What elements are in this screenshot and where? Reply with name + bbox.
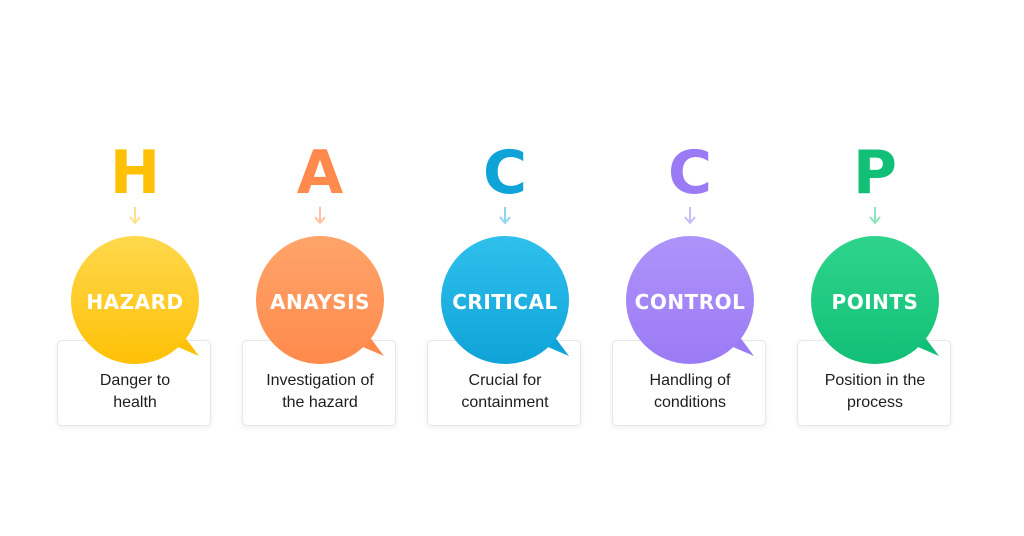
down-arrow-icon — [684, 207, 696, 225]
description-text: Crucial for containment — [431, 370, 579, 414]
description-line-1: Crucial for — [468, 372, 542, 389]
description-text: Handling of conditions — [616, 370, 764, 414]
letter-a: A — [296, 138, 344, 208]
down-arrow-icon — [129, 207, 141, 225]
description-line-2: conditions — [653, 394, 727, 411]
description-line-2: process — [846, 394, 904, 411]
down-arrow-icon — [869, 207, 881, 225]
description-line-2: the hazard — [282, 394, 358, 411]
word-label: CONTROL — [634, 290, 746, 314]
letter-h: H — [109, 138, 161, 208]
description-text: Position in the process — [801, 370, 949, 414]
speech-bubble — [256, 236, 384, 364]
description-line-1: Investigation of — [266, 372, 374, 389]
speech-bubble — [811, 236, 939, 364]
speech-bubble — [71, 236, 199, 364]
column-points: P Position in the process POINTS — [797, 0, 953, 536]
letter-c: C — [667, 138, 713, 208]
letter-p: P — [853, 138, 897, 208]
description-line-1: Handling of — [649, 372, 731, 389]
description-line-1: Danger to — [99, 372, 171, 389]
word-label: CRITICAL — [452, 290, 558, 314]
description-line-2: health — [113, 394, 157, 411]
speech-bubble — [441, 236, 569, 364]
word-label: POINTS — [831, 290, 919, 314]
column-analysis: A Investigation of the hazard ANAYSIS — [242, 0, 398, 536]
column-critical: C Crucial for containment CRITICAL — [427, 0, 583, 536]
description-text: Investigation of the hazard — [246, 370, 394, 414]
column-hazard: H Danger to health HAZARD — [57, 0, 213, 536]
word-label: HAZARD — [86, 290, 184, 314]
down-arrow-icon — [499, 207, 511, 225]
column-control: C Handling of conditions CONTROL — [612, 0, 768, 536]
speech-bubble — [626, 236, 754, 364]
description-line-1: Position in the — [824, 372, 926, 389]
down-arrow-icon — [314, 207, 326, 225]
letter-c: C — [482, 138, 528, 208]
word-label: ANAYSIS — [269, 290, 370, 314]
description-line-2: containment — [461, 394, 549, 411]
description-text: Danger to health — [61, 370, 209, 414]
